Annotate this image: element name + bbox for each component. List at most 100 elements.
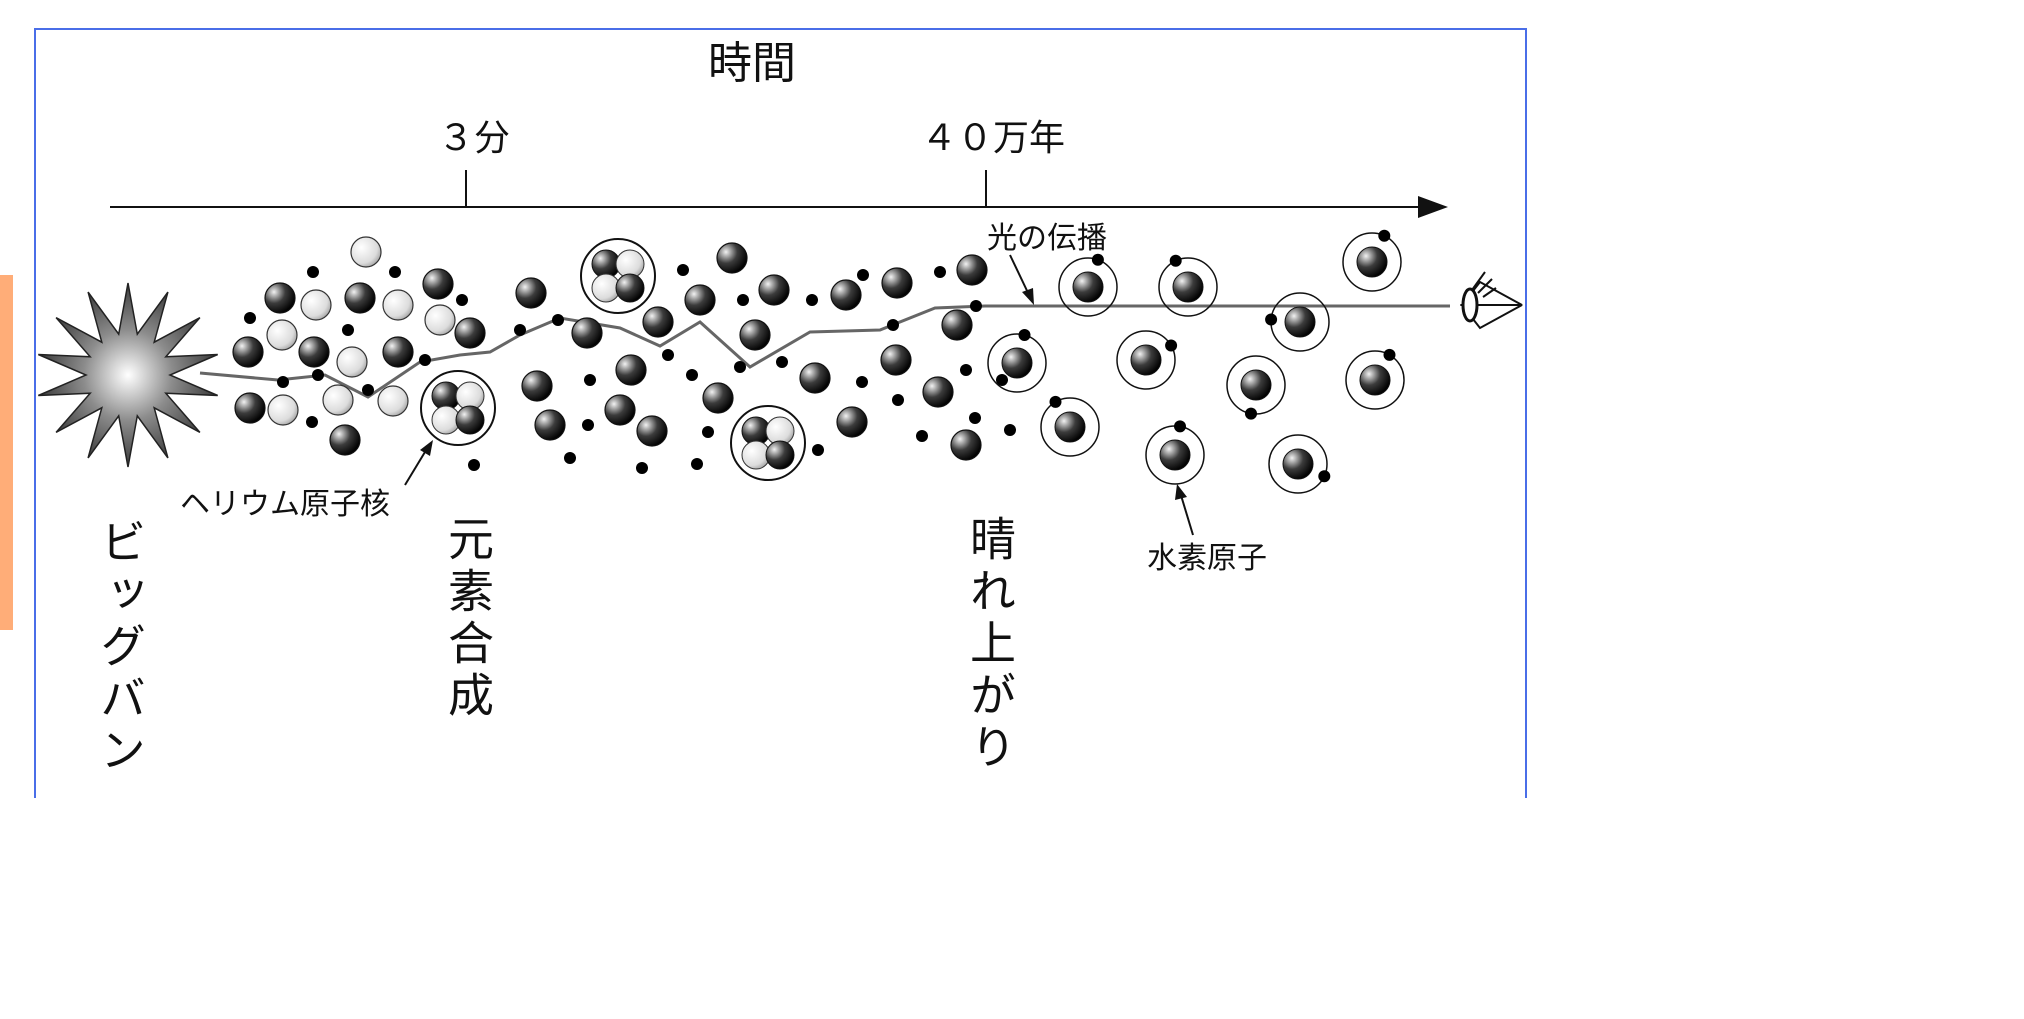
neutron — [344, 282, 376, 314]
helium-nucleus — [420, 370, 496, 446]
electron — [1378, 229, 1391, 242]
neutron — [758, 274, 790, 306]
electron — [892, 394, 904, 406]
electron — [806, 294, 818, 306]
hydrogen-atom — [1158, 254, 1218, 317]
neutron — [941, 309, 973, 341]
neutron — [950, 429, 982, 461]
neutron — [880, 344, 912, 376]
hydrogen-orbit — [1345, 350, 1405, 410]
hydrogen-atom-label: 水素原子 — [1147, 541, 1267, 576]
electron — [306, 416, 318, 428]
electron — [1174, 420, 1186, 433]
proton — [1356, 246, 1388, 278]
neutron — [615, 354, 647, 386]
electron — [1165, 339, 1178, 352]
time-axis-arrowhead — [1418, 196, 1448, 218]
electron — [734, 361, 746, 373]
neutron — [636, 415, 668, 447]
proton — [424, 304, 456, 336]
electron — [1049, 395, 1062, 408]
hydrogen-orbit — [1040, 397, 1100, 457]
neutron — [234, 392, 266, 424]
proton — [1072, 271, 1104, 303]
electron — [960, 364, 972, 376]
neutron — [702, 382, 734, 414]
hydrogen-orbit — [1268, 434, 1328, 494]
electron — [996, 374, 1008, 386]
proton — [300, 289, 332, 321]
proton — [377, 385, 409, 417]
neutron — [765, 440, 795, 470]
tick-label-3min: ３分 — [438, 118, 510, 159]
proton — [1284, 306, 1316, 338]
diagram-frame — [34, 28, 1527, 798]
electron — [702, 426, 714, 438]
proton — [1282, 448, 1314, 480]
electron — [856, 376, 868, 388]
electron — [857, 269, 869, 281]
electron — [737, 294, 749, 306]
electron — [468, 459, 480, 471]
tick-label-400k-years: ４０万年 — [921, 118, 1065, 159]
neutron — [382, 336, 414, 368]
stage-label-big-bang: ビッグバン — [93, 518, 147, 778]
proton — [1130, 344, 1162, 376]
hydrogen-atom — [1040, 395, 1100, 457]
electron — [244, 312, 256, 324]
electron — [312, 369, 324, 381]
neutron — [329, 424, 361, 456]
neutron — [684, 284, 716, 316]
hydrogen-atom — [1116, 330, 1178, 390]
electron — [564, 452, 576, 464]
observer-eye-icon — [1459, 271, 1523, 330]
helium-nucleus — [580, 238, 656, 314]
neutron — [615, 273, 645, 303]
neutron — [642, 306, 674, 338]
electron — [362, 384, 374, 396]
helium-nucleus — [730, 405, 806, 481]
electron — [969, 412, 981, 424]
electron — [342, 324, 354, 336]
hydrogen-atom — [1345, 348, 1405, 410]
proton — [336, 346, 368, 378]
proton — [1172, 271, 1204, 303]
hydrogen-atom — [1145, 420, 1205, 485]
light-propagation-label: 光の伝播 — [987, 221, 1107, 256]
electron — [662, 349, 674, 361]
proton — [1240, 369, 1272, 401]
electron — [677, 264, 689, 276]
electron — [636, 462, 648, 474]
proton — [322, 384, 354, 416]
electron — [970, 300, 982, 312]
hydrogen-atom — [1058, 253, 1118, 317]
hydrogen-atom — [1342, 229, 1402, 292]
hydrogen-atom — [1226, 355, 1286, 420]
electron — [552, 314, 564, 326]
electron — [812, 444, 824, 456]
helium-label-arrow — [404, 440, 433, 486]
electron — [389, 266, 401, 278]
hydrogen-orbit — [1058, 257, 1118, 317]
neutron — [521, 370, 553, 402]
electron — [307, 266, 319, 278]
electron — [1004, 424, 1016, 436]
proton — [267, 394, 299, 426]
neutron — [956, 254, 988, 286]
neutron — [264, 282, 296, 314]
electron — [691, 458, 703, 470]
hydrogen-label-arrow — [1175, 484, 1194, 536]
electron — [1265, 313, 1278, 326]
electron — [419, 354, 431, 366]
stage-label-recombination: 晴れ上がり — [963, 515, 1017, 775]
helium-nucleus-ring — [580, 238, 656, 314]
electron — [514, 324, 526, 336]
hydrogen-orbit — [1158, 257, 1218, 317]
particle-field — [232, 229, 1405, 494]
electron — [1383, 348, 1396, 361]
hydrogen-orbit — [1342, 232, 1402, 292]
hydrogen-atom — [1265, 292, 1330, 352]
neutron — [454, 317, 486, 349]
hydrogen-orbit — [1116, 330, 1176, 390]
neutron — [515, 277, 547, 309]
